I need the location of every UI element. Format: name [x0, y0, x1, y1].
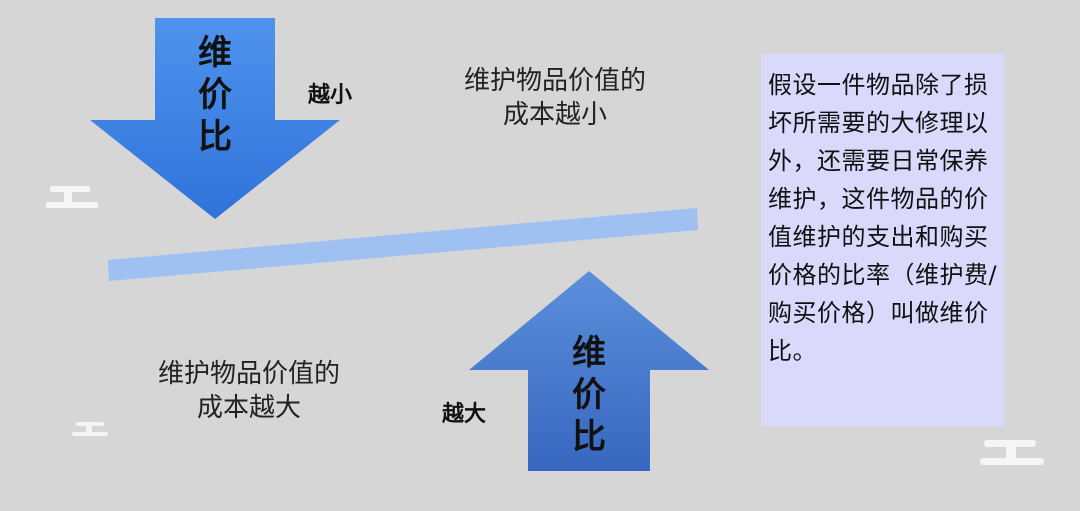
bottom-arrow-label: 维价比 [572, 333, 606, 457]
balance-bar [108, 208, 698, 281]
cloud-deco-left [46, 186, 98, 208]
top-caption-line1: 维护物品价值的 [463, 66, 646, 96]
bottom-caption-line2: 成本越大 [196, 393, 301, 423]
down-arrow [90, 18, 340, 219]
bottom-caption-line1: 维护物品价值的 [157, 359, 340, 389]
top-caption-line2: 成本越小 [502, 100, 607, 130]
bottom-caption: 维护物品价值的 成本越大 [134, 357, 364, 425]
up-arrow [469, 271, 709, 471]
top-tag: 越小 [308, 83, 353, 108]
cloud-deco-right [980, 440, 1044, 465]
bottom-tag: 越大 [442, 402, 487, 427]
definition-note: 假设一件物品除了损坏所需要的大修理以外，还需要日常保养维护，这件物品的价值维护的… [761, 54, 1004, 426]
cloud-deco-bottom-left [72, 422, 108, 436]
top-caption: 维护物品价值的 成本越小 [440, 64, 670, 132]
top-arrow-label: 维价比 [198, 33, 232, 157]
